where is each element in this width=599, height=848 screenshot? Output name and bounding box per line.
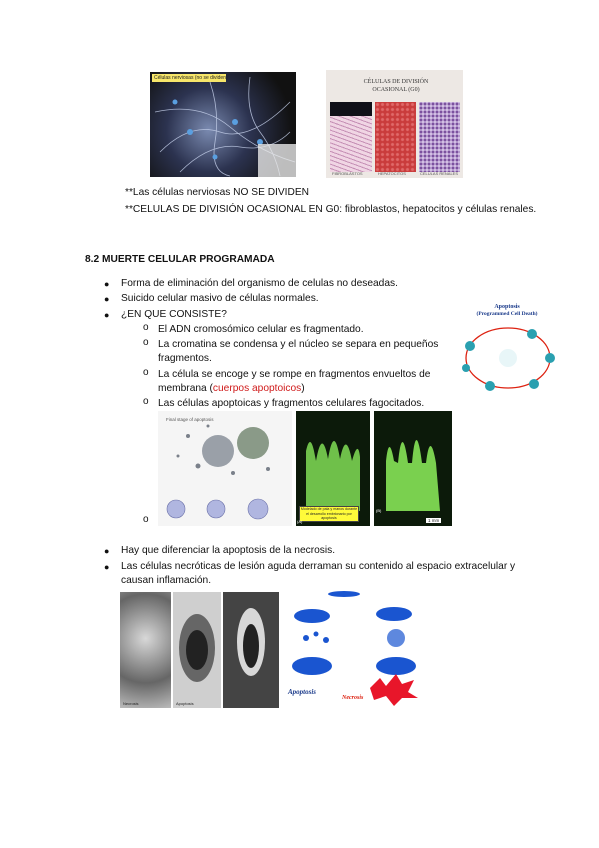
neuron-network-graphic (152, 74, 296, 177)
bullet-5a: Las células necróticas de lesión aguda d… (121, 561, 516, 572)
necrosis-big-label: Necrosis (342, 695, 364, 701)
bullet-4: Hay que diferenciar la apoptosis de la n… (121, 545, 336, 556)
bullet-dot: ● (104, 279, 110, 289)
apoptosis-diagram-subtitle: (Programmed Cell Death) (476, 311, 538, 317)
sub-marker: o (143, 396, 149, 407)
label-hepatocitos: HEPATOCITOS (378, 171, 406, 176)
first-stage-label: Final stage of apoptosis (166, 417, 214, 422)
apoptotic-cell-graphic (179, 614, 215, 682)
note-neurons: **Las células nerviosas NO SE DIVIDEN (125, 187, 310, 198)
bullet-3: ¿EN QUE CONSISTE? (121, 309, 227, 320)
neurons-image: Células nerviosas (no se dividen) (150, 72, 296, 177)
neurons-label: Células nerviosas (no se dividen) (154, 74, 228, 81)
apoptotic-bodies-term: cuerpos apoptoicos (212, 383, 302, 394)
sub-marker: o (143, 322, 149, 333)
apoptosis-stage-figure: Final stage of apoptosis (158, 411, 292, 526)
sub-marker: o (143, 337, 149, 348)
micrograph-necrosis: Necrosis (120, 592, 171, 708)
apoptosis-cycle-diagram: Apoptosis (Programmed Cell Death) (448, 302, 566, 398)
micrograph-apoptosis-2 (223, 592, 279, 708)
sub-4: Las células apoptoicas y fragmentos celu… (158, 398, 425, 409)
apoptosis-big-label: Apoptosis (288, 688, 317, 696)
panel-inset-dark (330, 102, 372, 116)
panel-renal (419, 102, 460, 172)
bullet-1: Forma de eliminación del organismo de ce… (121, 278, 398, 289)
sub-marker: o (143, 367, 149, 378)
bullet-5b: causan inflamación. (121, 575, 212, 586)
sub-2a: La cromatina se condensa y el núcleo se … (158, 339, 439, 350)
division-title: CÉLULAS DE DIVISIÓN OCASIONAL (G0) (363, 79, 429, 93)
panel-hepatocytes (375, 102, 416, 172)
sub-3c-text: ) (301, 383, 305, 394)
bullet-2: Suicido celular masivo de células normal… (121, 293, 319, 304)
division-image: CÉLULAS DE DIVISIÓN OCASIONAL (G0) FIBRO… (326, 70, 463, 178)
embryo-limb-figure-b: (B) 1 mm (374, 411, 452, 526)
bullet-dot: ● (104, 546, 110, 556)
label-fibroblastos: FIBROBLASTOS (332, 171, 363, 176)
embryo-limb-figure-a: Modelado de pala y manos durante el desa… (296, 411, 370, 526)
bullet-dot: ● (104, 562, 110, 572)
panel-b-label: (B) (376, 508, 382, 513)
engulfed-cell-graphic (237, 608, 265, 676)
apoptosis-vs-necrosis-diagram: Apoptosis Necrosis (282, 584, 439, 708)
yellow-note: Modelado de pala y manos durante el desa… (299, 506, 359, 522)
bullet-dot: ● (104, 310, 110, 320)
label-renales: CELULAS RENALES (420, 171, 459, 176)
sub-3b: membrana (cuerpos apoptoicos) (158, 382, 305, 396)
sub-2b: fragmentos. (158, 353, 212, 364)
apoptosis-caption: Apoptosis (176, 701, 194, 706)
apoptosis-cycle-graphic (462, 327, 555, 391)
micrograph-apoptosis-1: Apoptosis (173, 592, 221, 708)
section-heading: 8.2 MUERTE CELULAR PROGRAMADA (85, 254, 275, 265)
limb-b-graphic (386, 440, 440, 511)
comparison-graphic (292, 591, 418, 706)
scale-label: 1 mm (426, 518, 442, 523)
sub-1: El ADN cromosómico celular es fragmentad… (158, 324, 364, 335)
sub-3b-text: membrana ( (158, 383, 213, 394)
note-g0: **CELULAS DE DIVISIÓN OCASIONAL EN G0: f… (125, 204, 537, 215)
apoptosis-diagram-title: Apoptosis (494, 304, 520, 310)
apoptosis-cell-graphic (166, 424, 270, 520)
necrosis-caption: Necrosis (123, 701, 139, 706)
limb-a-graphic (306, 441, 360, 511)
sub-marker: o (143, 514, 149, 525)
bullet-dot: ● (104, 294, 110, 304)
panel-a-label: (A) (297, 519, 303, 524)
sub-3a: La célula se encoge y se rompe en fragme… (158, 369, 431, 380)
